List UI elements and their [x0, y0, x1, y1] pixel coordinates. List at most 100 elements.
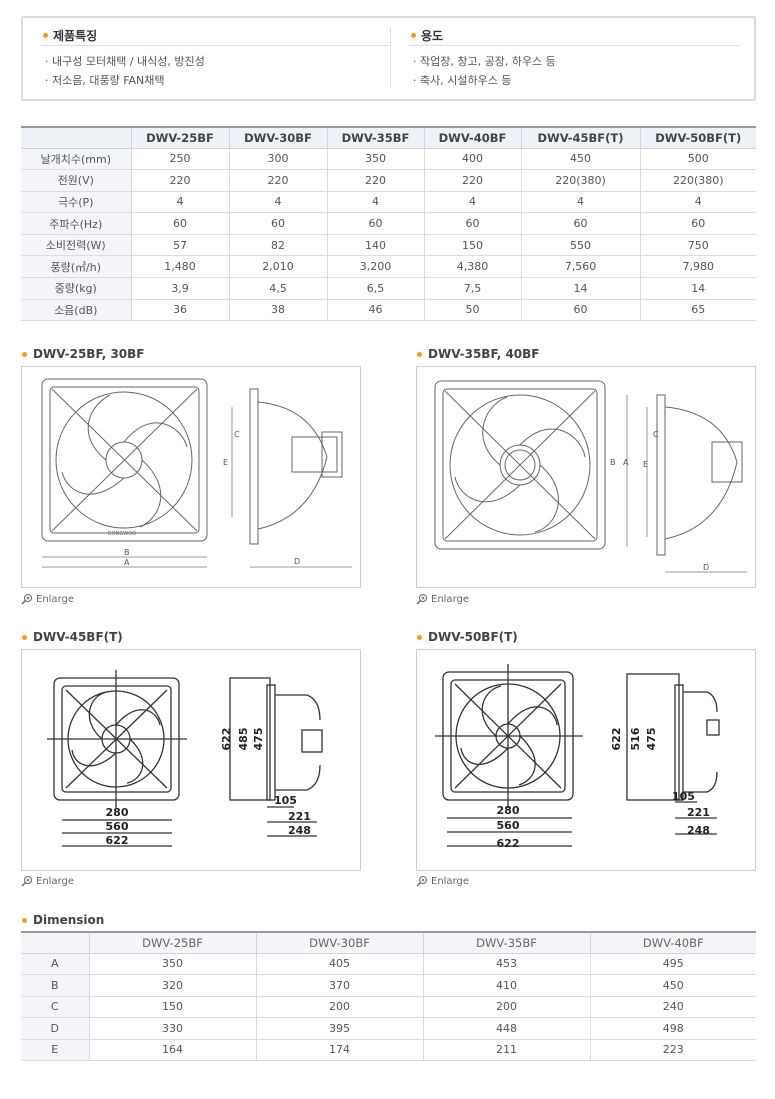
table-cell: 7,980	[639, 255, 756, 279]
row-header-cell: 소비전력(W)	[21, 233, 132, 257]
features-section: 제품특징 내구성 모터채택 / 내식성, 방진성 저소음, 대풍량 FAN채택	[41, 26, 391, 90]
spec-table: DWV-25BF DWV-30BF DWV-35BF DWV-40BF DWV-…	[21, 126, 756, 322]
dimension-header-cell: DWV-25BF	[88, 932, 257, 954]
row-header-cell: 소음(dB)	[21, 298, 132, 322]
features-title: 제품특징	[41, 26, 391, 46]
dim-label-c: C	[234, 430, 240, 439]
table-cell: 220	[423, 169, 522, 192]
spec-header-cell: DWV-25BF	[130, 127, 230, 149]
table-cell: 300	[228, 147, 328, 171]
fan-diagram: 280 560 622 622 485 475 105 221 248	[47, 670, 323, 847]
drawing-title: DWV-25BF, 30BF	[21, 347, 145, 361]
dim-475: 475	[645, 728, 658, 751]
row-header-cell: B	[21, 974, 90, 997]
table-cell: 14	[520, 277, 641, 300]
enlarge-label: Enlarge	[431, 875, 469, 887]
table-cell: 450	[520, 147, 641, 171]
table-cell: 200	[255, 995, 424, 1018]
table-cell: 36	[130, 298, 230, 322]
table-cell: 250	[130, 147, 230, 171]
dim-485: 485	[237, 728, 250, 751]
drawing-dwv-45bf[interactable]: 280 560 622 622 485 475 105 221 248	[21, 649, 361, 871]
table-cell: 200	[422, 995, 591, 1018]
enlarge-link[interactable]: Enlarge	[416, 875, 469, 887]
dim-221: 221	[288, 810, 311, 823]
table-cell: 140	[326, 233, 425, 257]
row-header-cell: 날개치수(mm)	[21, 147, 132, 171]
table-cell: 82	[228, 233, 328, 257]
table-cell: 220	[326, 169, 425, 192]
drawing-dwv-35bf-40bf[interactable]: B A C E D	[416, 366, 756, 588]
table-cell: 4,5	[228, 277, 328, 300]
enlarge-link[interactable]: Enlarge	[416, 593, 469, 605]
row-header-cell: E	[21, 1038, 90, 1061]
row-header-cell: 전원(V)	[21, 169, 132, 192]
table-cell: 4	[326, 190, 425, 214]
spec-header-cell	[21, 127, 132, 149]
table-cell: 60	[520, 212, 641, 235]
table-cell: 4	[639, 190, 756, 214]
row-header-cell: A	[21, 952, 90, 975]
dimension-header-cell	[21, 932, 90, 954]
table-cell: 750	[639, 233, 756, 257]
table-cell: 174	[255, 1038, 424, 1061]
spec-header-cell: DWV-40BF	[423, 127, 522, 149]
table-cell: 60	[520, 298, 641, 322]
usage-section: 용도 작업장, 창고, 공장, 하우스 등 축사, 시설하우스 등	[409, 26, 739, 90]
drawing-dwv-25bf-30bf[interactable]: DONGWOO B A C E D	[21, 366, 361, 588]
table-cell: 498	[589, 1017, 756, 1040]
table-cell: 4	[228, 190, 328, 214]
usage-title: 용도	[409, 26, 739, 46]
enlarge-label: Enlarge	[36, 875, 74, 887]
table-cell: 65	[639, 298, 756, 322]
drawing-dwv-50bf[interactable]: 280 560 622 622 516 475 105 221 248	[416, 649, 756, 871]
dim-label-d: D	[703, 563, 709, 572]
table-cell: 60	[639, 212, 756, 235]
table-cell: 14	[639, 277, 756, 300]
dim-221: 221	[687, 806, 710, 819]
table-cell: 7,5	[423, 277, 522, 300]
enlarge-label: Enlarge	[431, 593, 469, 605]
table-cell: 220(380)	[520, 169, 641, 192]
dim-280: 280	[497, 804, 520, 817]
features-box: 제품특징 내구성 모터채택 / 내식성, 방진성 저소음, 대풍량 FAN채택 …	[21, 16, 756, 101]
table-cell: 38	[228, 298, 328, 322]
table-cell: 370	[255, 974, 424, 997]
table-cell: 350	[88, 952, 257, 975]
table-cell: 164	[88, 1038, 257, 1061]
divider	[390, 28, 391, 88]
table-cell: 350	[326, 147, 425, 171]
usage-item: 작업장, 창고, 공장, 하우스 등	[409, 52, 739, 71]
magnifier-icon	[416, 876, 427, 887]
table-cell: 405	[255, 952, 424, 975]
enlarge-link[interactable]: Enlarge	[21, 875, 74, 887]
dim-622: 622	[106, 834, 129, 847]
table-cell: 60	[130, 212, 230, 235]
dimension-header-cell: DWV-30BF	[255, 932, 424, 954]
dim-248: 248	[687, 824, 710, 837]
enlarge-link[interactable]: Enlarge	[21, 593, 74, 605]
table-cell: 4	[423, 190, 522, 214]
table-cell: 57	[130, 233, 230, 257]
spec-header-cell: DWV-30BF	[228, 127, 328, 149]
dim-label-c: C	[653, 430, 659, 439]
row-header-cell: 중량(kg)	[21, 277, 132, 300]
dim-label-b: B	[610, 458, 616, 467]
features-item: 저소음, 대풍량 FAN채택	[41, 71, 391, 90]
row-header-cell: D	[21, 1017, 90, 1040]
dim-280: 280	[106, 806, 129, 819]
dimension-title: Dimension	[21, 913, 104, 927]
magnifier-icon	[21, 876, 32, 887]
dim-622-v: 622	[610, 728, 623, 751]
row-header-cell: 풍량(㎥/h)	[21, 255, 132, 279]
dimension-header-row: DWV-25BF DWV-30BF DWV-35BF DWV-40BF	[21, 932, 756, 954]
table-cell: 7,560	[520, 255, 641, 279]
dim-516: 516	[629, 727, 642, 750]
usage-list: 작업장, 창고, 공장, 하우스 등 축사, 시설하우스 등	[409, 52, 739, 90]
